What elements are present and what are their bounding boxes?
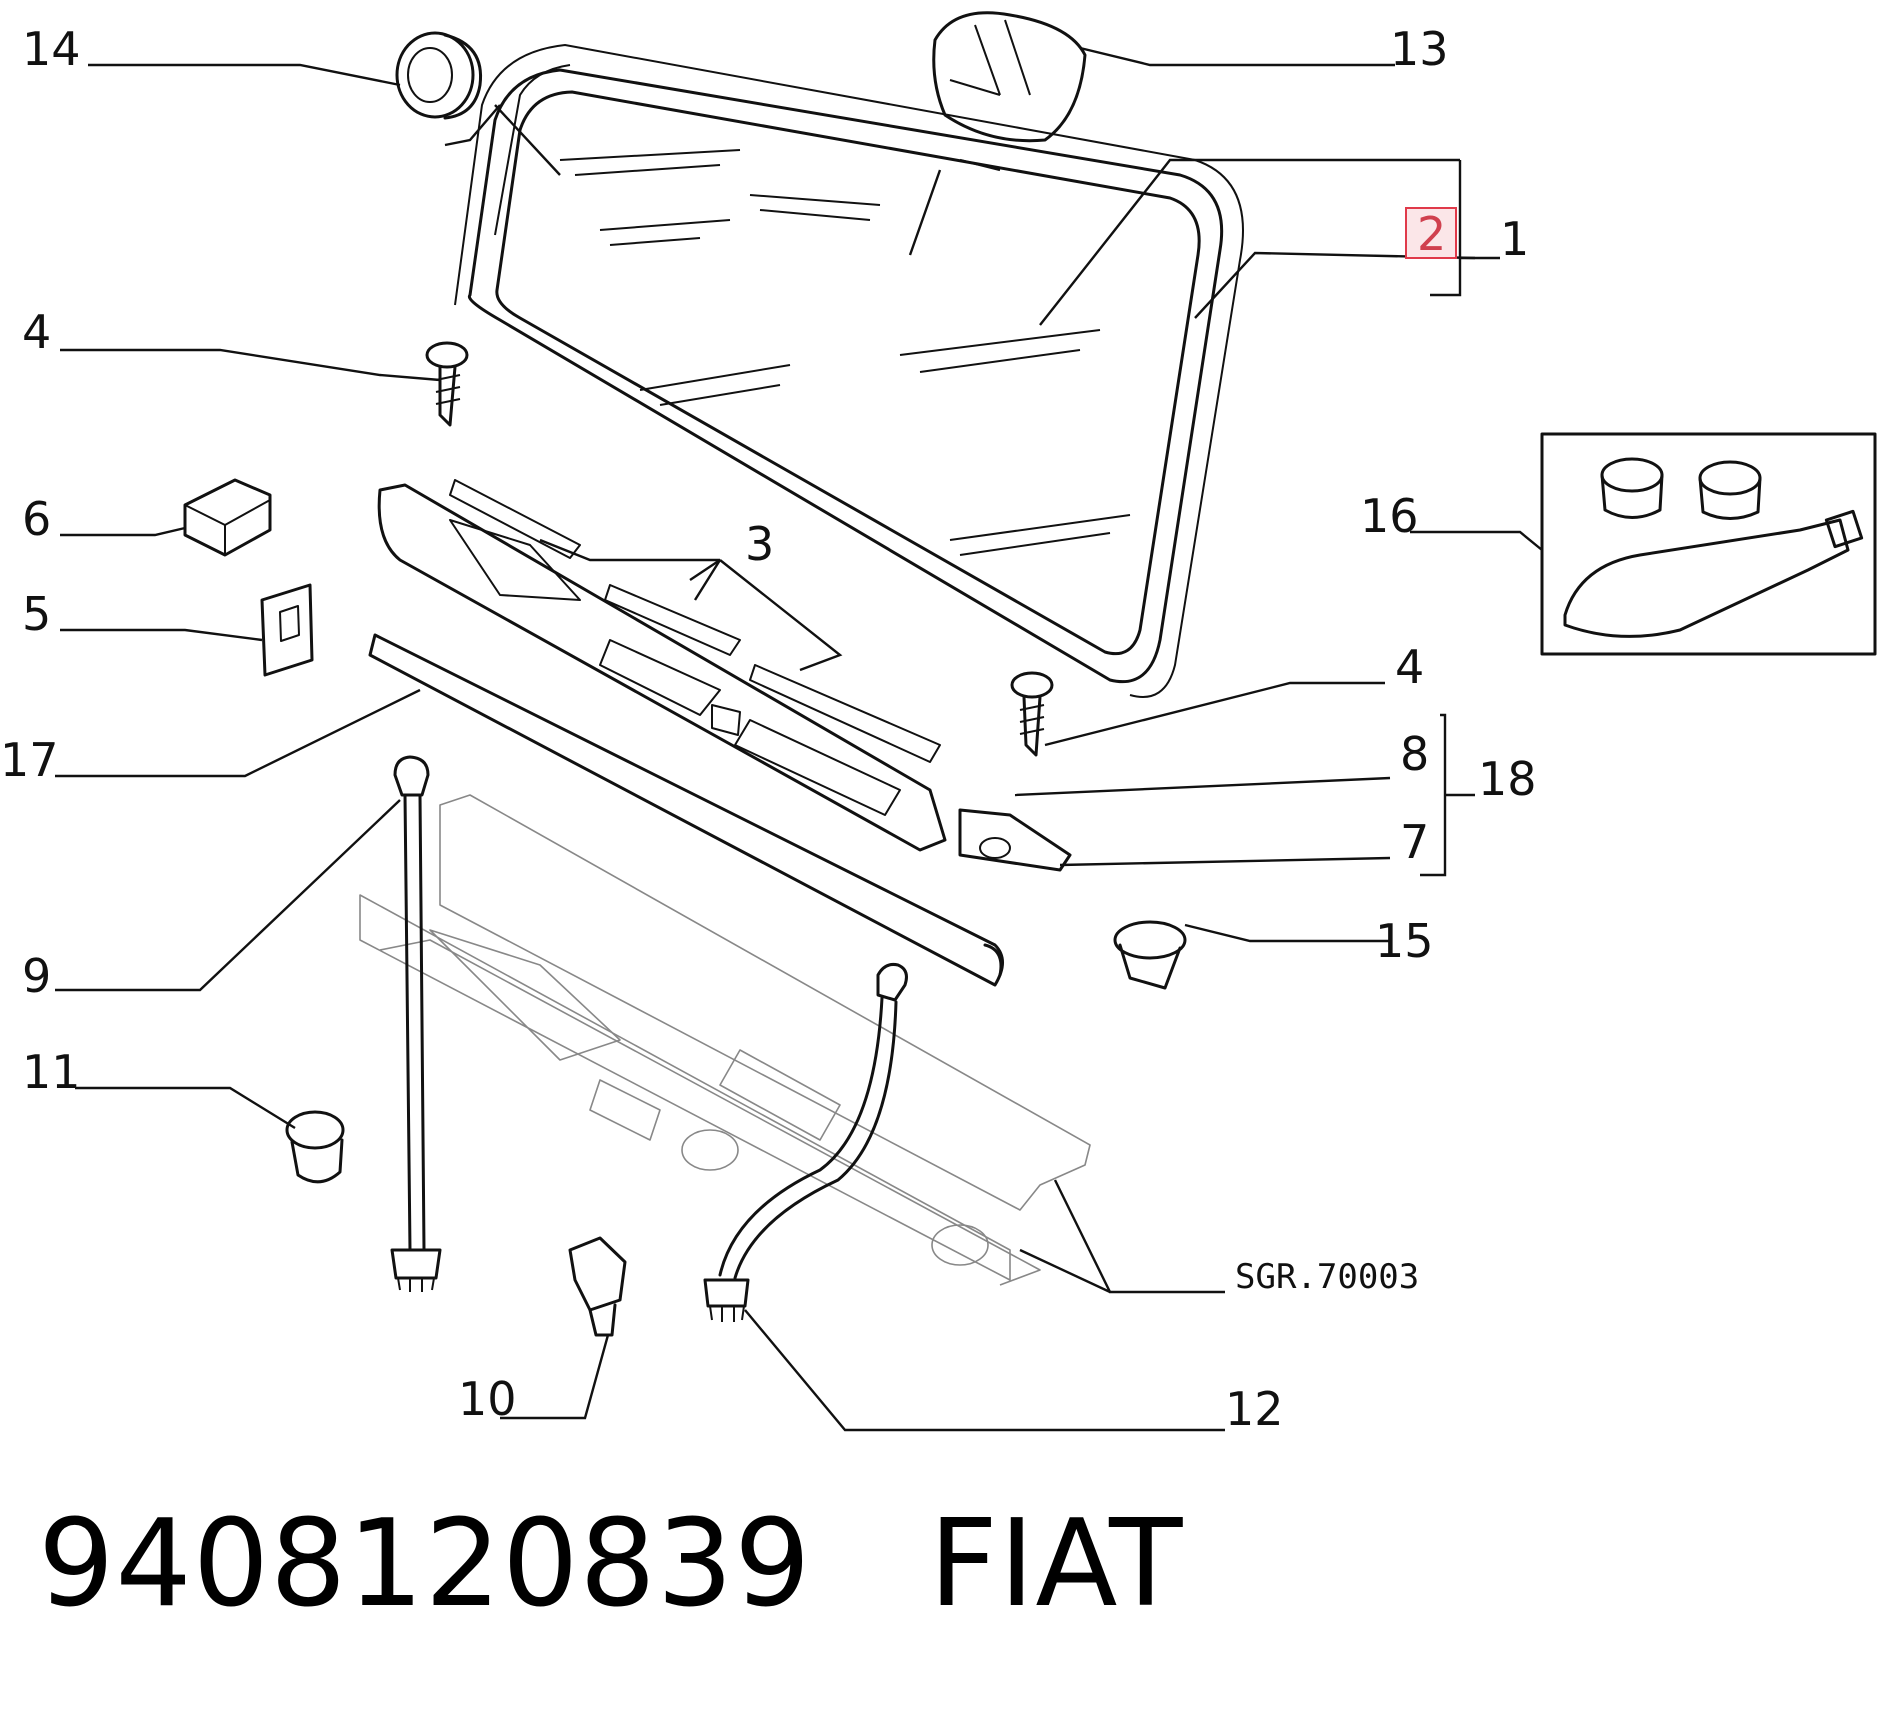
clip-part-14 xyxy=(395,31,483,120)
callout-7: 7 xyxy=(1400,815,1429,869)
callout-2-highlight xyxy=(1405,207,1457,259)
callout-5: 5 xyxy=(22,587,51,641)
callout-12: 12 xyxy=(1225,1382,1284,1436)
part-caption: 9408120839 FIAT xyxy=(38,1505,1183,1625)
callout-15: 15 xyxy=(1375,914,1434,968)
screw-part-4-lower xyxy=(1010,671,1054,757)
kit-box-part-16 xyxy=(1540,432,1877,656)
callout-16: 16 xyxy=(1360,489,1419,543)
callout-17: 17 xyxy=(0,733,59,787)
leader-lines xyxy=(55,46,1543,1432)
wedge-part-13 xyxy=(932,11,1087,143)
clip-part-10 xyxy=(568,1236,627,1337)
callout-6: 6 xyxy=(22,492,51,546)
grommet-part-15 xyxy=(1113,920,1187,990)
windscreen-glass-drawing xyxy=(454,44,1244,698)
callout-4-upper: 4 xyxy=(22,305,51,359)
bracket-part-5 xyxy=(260,583,314,677)
callout-4-lower: 4 xyxy=(1395,640,1424,694)
brand-name: FIAT xyxy=(928,1495,1184,1634)
callout-13: 13 xyxy=(1390,22,1449,76)
callout-labels: 14 13 2 1 4 3 16 6 5 4 8 17 18 7 15 9 11… xyxy=(0,22,1537,1436)
end-cap-part-7 xyxy=(958,808,1072,872)
drawing-code: SGR.70003 xyxy=(1235,1257,1419,1297)
callout-18: 18 xyxy=(1478,752,1537,806)
bulkhead-ghost-drawing xyxy=(359,794,1091,1286)
callout-3: 3 xyxy=(745,517,774,571)
part-number: 9408120839 xyxy=(38,1495,812,1634)
seal-strip-part-17 xyxy=(368,633,1004,987)
callout-11: 11 xyxy=(22,1045,81,1099)
callout-14: 14 xyxy=(22,22,81,76)
callout-8: 8 xyxy=(1400,727,1429,781)
callout-2: 2 xyxy=(1417,207,1446,261)
hose-part-9 xyxy=(390,755,442,1292)
connector-part-6 xyxy=(183,478,272,557)
screw-part-4-upper xyxy=(425,341,469,427)
callout-9: 9 xyxy=(22,949,51,1003)
callout-10: 10 xyxy=(458,1372,517,1426)
cowl-panel-part-8 xyxy=(377,479,947,852)
clip-part-11 xyxy=(285,1110,345,1184)
callout-1: 1 xyxy=(1500,212,1529,266)
hose-part-12 xyxy=(703,963,908,1322)
